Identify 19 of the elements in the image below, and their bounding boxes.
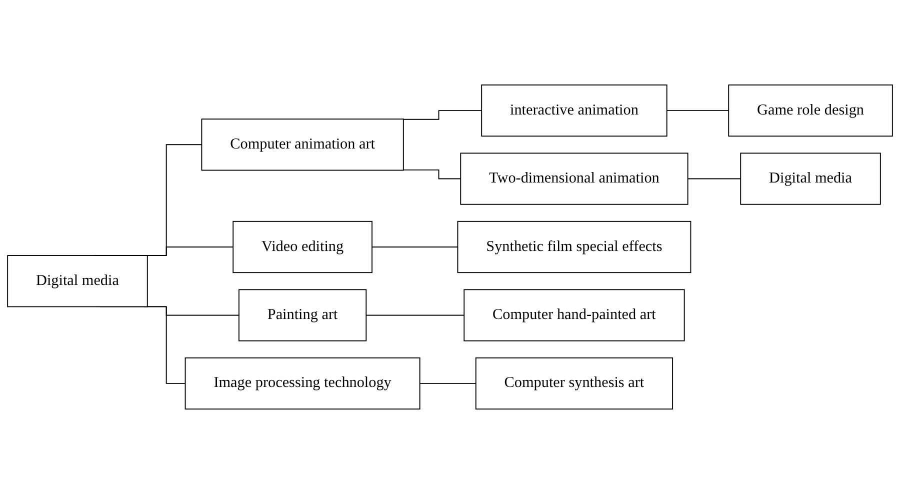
connector — [402, 110, 482, 120]
node-box: Game role design — [728, 84, 893, 137]
node-box: Computer animation art — [201, 118, 404, 171]
node-box: Synthetic film special effects — [457, 220, 692, 274]
connector — [419, 382, 476, 384]
node-box: Painting art — [238, 289, 367, 342]
node-box: Video editing — [232, 220, 372, 274]
connector — [366, 314, 465, 316]
connector — [372, 246, 458, 248]
connector — [666, 110, 730, 112]
node-box: Digital media — [7, 255, 148, 308]
connector — [687, 178, 742, 180]
node-box: Two-dimensional animation — [460, 152, 688, 205]
node-box: Image processing technology — [184, 357, 420, 410]
node-box: Digital media — [740, 152, 881, 205]
node-box: interactive animation — [481, 84, 668, 137]
connector — [402, 169, 462, 180]
node-box: Computer hand-painted art — [464, 289, 685, 342]
node-box: Computer synthesis art — [475, 357, 674, 410]
